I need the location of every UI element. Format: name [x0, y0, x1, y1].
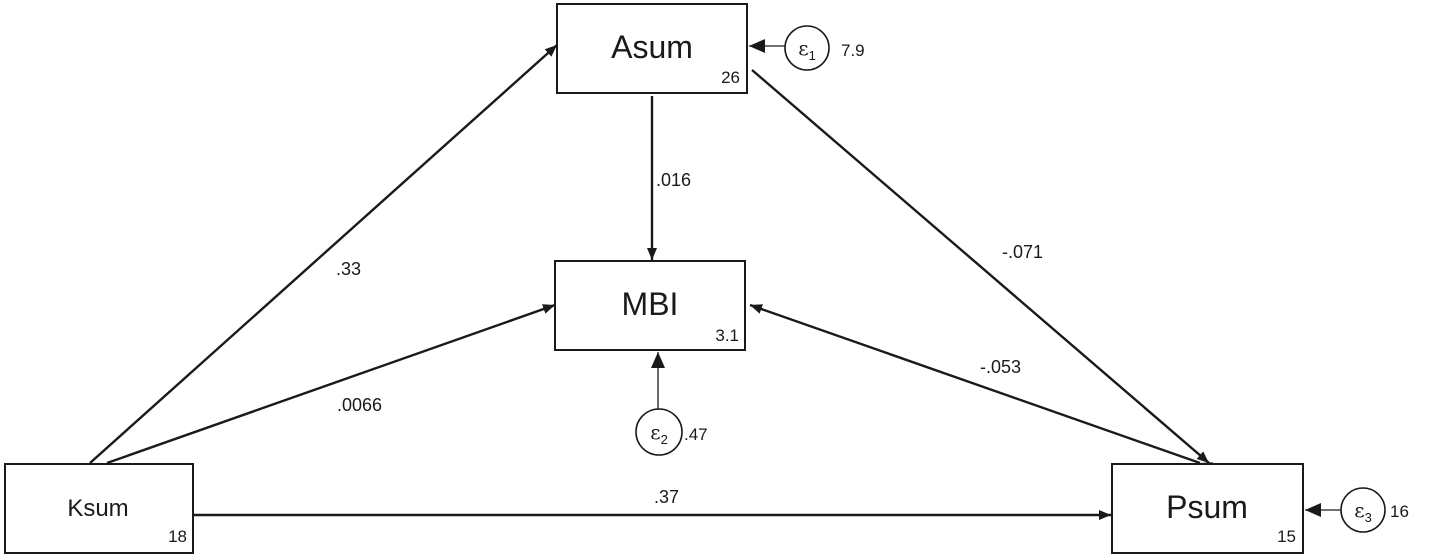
error-e1-circle — [784, 25, 830, 71]
error-e2-variance: .47 — [684, 425, 708, 444]
path-labels: .016 .33 -.071 .0066 -.053 .37 — [336, 170, 1043, 507]
node-psum-intercept: 15 — [1277, 527, 1296, 546]
error-e3-variance: 16 — [1390, 502, 1409, 521]
coef-ksum-asum: .33 — [336, 259, 361, 279]
node-psum: Psum 15 — [1111, 463, 1304, 554]
path-ksum-mbi — [106, 303, 556, 465]
node-ksum-intercept: 18 — [168, 527, 187, 546]
coef-psum-mbi: -.053 — [980, 357, 1021, 377]
path-psum-mbi — [749, 303, 1213, 472]
error-e2-circle — [635, 408, 683, 456]
node-mbi-intercept: 3.1 — [715, 326, 739, 345]
coef-asum-psum: -.071 — [1002, 242, 1043, 262]
error-e1-symbol: ε1 — [798, 36, 816, 63]
error-e3-symbol: ε3 — [1354, 498, 1372, 525]
node-mbi: MBI 3.1 — [554, 260, 746, 351]
coef-asum-mbi: .016 — [656, 170, 691, 190]
error-e2: ε2 .47 — [635, 352, 708, 456]
error-e3-circle — [1340, 487, 1386, 533]
path-asum-psum — [751, 69, 1210, 464]
error-e2-symbol: ε2 — [650, 420, 668, 447]
path-ksum-asum — [89, 44, 558, 464]
error-e3: ε3 16 — [1305, 487, 1409, 533]
node-ksum: Ksum 18 — [4, 463, 194, 554]
node-asum: Asum 26 — [556, 3, 748, 94]
node-mbi-label: MBI — [622, 286, 679, 322]
error-e1: ε1 7.9 — [749, 25, 865, 71]
node-asum-intercept: 26 — [721, 68, 740, 87]
coef-ksum-psum: .37 — [654, 487, 679, 507]
coef-ksum-mbi: .0066 — [337, 395, 382, 415]
error-e1-variance: 7.9 — [841, 41, 865, 60]
node-ksum-label: Ksum — [67, 495, 128, 522]
node-asum-label: Asum — [611, 29, 693, 65]
node-psum-label: Psum — [1166, 489, 1248, 525]
paths — [89, 44, 1213, 520]
